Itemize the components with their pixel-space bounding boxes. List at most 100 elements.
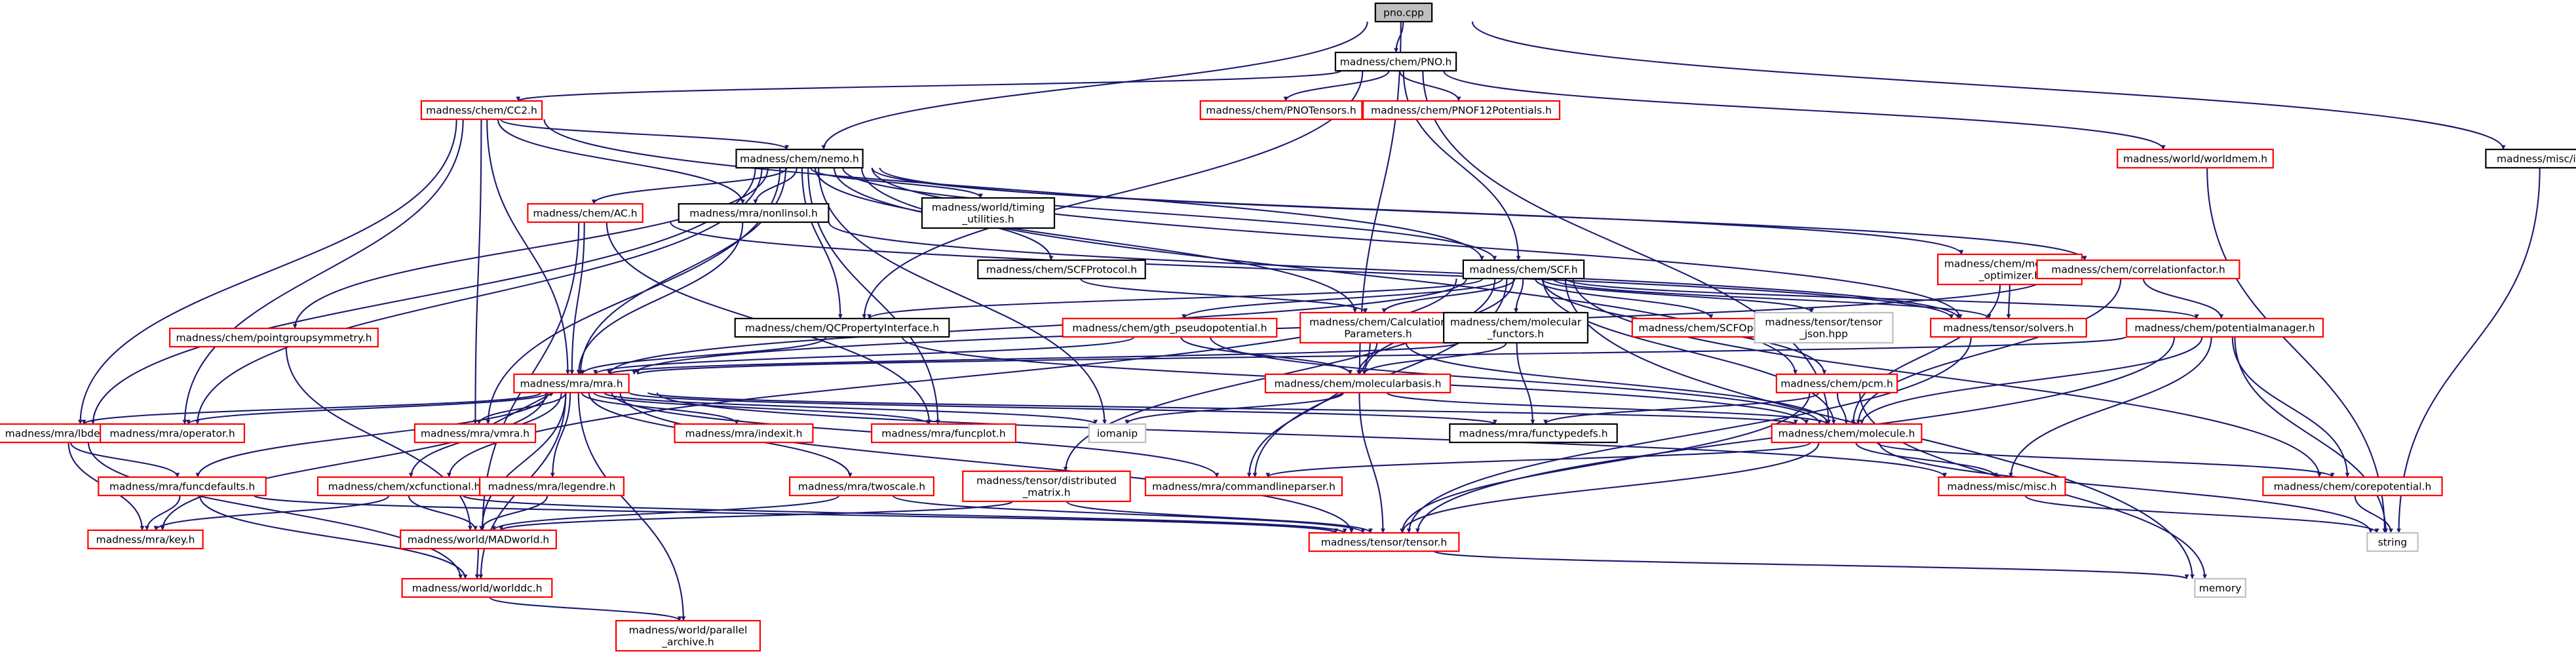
node-label: madness/mra/mra.h [520,378,623,390]
node-label: madness/mra/funcplot.h [881,428,1005,440]
node-string[interactable]: string [2366,532,2419,553]
node-indexit-h[interactable]: madness/mra/indexit.h [674,423,814,444]
edge-potmanager_h-to-misc_h [2009,336,2212,478]
node-label: madness/chem/xcfunctional.h [328,481,481,493]
node-molfunctors-h[interactable]: madness/chem/molecular_functors.h [1443,311,1589,344]
edge-funcdefaults_h-to-key_h [144,495,181,531]
edge-calcparams_h-to-molecule_h [1405,342,1830,425]
node-misc-h[interactable]: madness/misc/misc.h [1938,476,2066,497]
node-box [674,423,814,444]
node-label: madness/chem/SCFProtocol.h [986,264,1137,276]
node-corrfactor-h[interactable]: madness/chem/correlationfactor.h [2036,259,2240,280]
edge-vmra_h-to-mra_h [492,392,554,425]
node-label: _utilities.h [961,214,1014,226]
node-timing-h[interactable]: madness/world/timing_utilities.h [921,197,1056,229]
node-iomanip[interactable]: iomanip [1088,423,1147,444]
node-tensorjson-hpp[interactable]: madness/tensor/tensor_json.hpp [1754,311,1894,344]
node-worldmem-h[interactable]: madness/world/worldmem.h [2117,148,2274,169]
edge-legendre_h-to-madworld_h [479,495,548,531]
node-corepotential-h[interactable]: madness/chem/corepotential.h [2262,476,2443,497]
node-label: madness/mra/commandlineparser.h [1152,481,1336,493]
edge-distmatrix_h-to-madworld_h [499,501,1014,531]
edge-twoscale_h-to-madworld_h [491,495,839,531]
node-box [2485,148,2576,169]
node-solvers-h[interactable]: madness/tensor/solvers.h [1930,317,2087,338]
node-functypedefs-h[interactable]: madness/mra/functypedefs.h [1449,423,1618,444]
edge-scfprotocol_h-to-calcparams_h [1079,278,1368,313]
node-parallelarchive-h[interactable]: madness/world/parallel_archive.h [615,619,761,652]
node-pcm-h[interactable]: madness/chem/pcm.h [1775,373,1898,394]
node-scf-h[interactable]: madness/chem/SCF.h [1462,259,1585,280]
node-molbasis-h[interactable]: madness/chem/molecularbasis.h [1264,373,1451,394]
node-pnof12-h[interactable]: madness/chem/PNOF12Potentials.h [1362,100,1561,121]
node-pointgroup-h[interactable]: madness/chem/pointgroupsymmetry.h [169,327,379,348]
node-nonlinsol-h[interactable]: madness/mra/nonlinsol.h [678,203,830,223]
node-vmra-h[interactable]: madness/mra/vmra.h [413,423,537,444]
node-label: madness/chem/CC2.h [426,105,537,117]
node-cmdparser-h[interactable]: madness/mra/commandlineparser.h [1144,476,1343,497]
edge-nemo_h-to-ac_h [591,167,788,204]
node-label: madness/world/worldmem.h [2123,153,2267,165]
node-box [400,529,557,550]
edge-mra_h-to-madworld_h [480,392,567,531]
edge-pno_h-to-molecule_h [1422,70,1831,425]
edge-scf_h-to-calcparams_h [1381,278,1516,313]
edge-potmanager_h-to-molecule_h [1859,336,2203,425]
node-memory[interactable]: memory [2194,577,2246,598]
node-info-h[interactable]: madness/misc/info.h [2485,148,2576,169]
node-legendre-h[interactable]: madness/mra/legendre.h [478,476,625,497]
edge-scf_h-to-solvers_h [1552,278,1991,319]
node-label: madness/mra/legendre.h [488,481,616,493]
node-box [2117,148,2274,169]
node-label: madness/chem/Calculation [1309,317,1447,328]
node-box [413,423,537,444]
edge-molbasis_h-to-molecule_h [1386,392,1830,425]
edge-mra_h-to-legendre_h [550,392,571,478]
node-pno-cpp[interactable]: pno.cpp [1374,2,1433,23]
node-nemo-h[interactable]: madness/chem/nemo.h [735,148,864,169]
node-label: madness/chem/nemo.h [740,153,859,165]
node-mra-h[interactable]: madness/mra/mra.h [513,373,630,394]
node-molecule-h[interactable]: madness/chem/molecule.h [1771,423,1923,444]
node-scfprotocol-h[interactable]: madness/chem/SCFProtocol.h [977,259,1146,280]
edge-funcdefaults_h-to-worlddc_h [199,495,468,579]
node-label: madness/misc/info.h [2497,153,2576,165]
edge-cc2_h-to-lbdeux_h [78,119,457,425]
node-pno-h[interactable]: madness/chem/PNO.h [1334,51,1457,72]
node-qcprop-h[interactable]: madness/chem/QCPropertyInterface.h [734,317,950,338]
node-box [98,476,267,497]
edge-pno_h-to-pnof12_h [1398,70,1461,102]
edge-cc2_h-to-nemo_h [500,119,789,150]
node-label: madness/chem/pointgroupsymmetry.h [176,332,372,344]
node-key-h[interactable]: madness/mra/key.h [87,529,204,550]
node-cc2-h[interactable]: madness/chem/CC2.h [420,100,543,121]
node-label: _optimizer.h [1978,270,2041,282]
node-potmanager-h[interactable]: madness/chem/potentialmanager.h [2126,317,2324,338]
node-operator-h[interactable]: madness/mra/operator.h [100,423,246,444]
edge-twoscale_h-to-tensor_h [892,495,1366,534]
edge-molecule_h-to-string [1878,442,2374,534]
node-tensor-h[interactable]: madness/tensor/tensor.h [1308,532,1460,553]
node-box [1144,476,1343,497]
node-madworld-h[interactable]: madness/world/MADworld.h [400,529,557,550]
edge-ac_h-to-mra_h [569,222,585,375]
node-box [1449,423,1618,444]
edge-mra_h-to-funcdefaults_h [195,392,549,478]
node-pnotensors-h[interactable]: madness/chem/PNOTensors.h [1199,100,1363,121]
node-twoscale-h[interactable]: madness/mra/twoscale.h [788,476,934,497]
node-label: madness/world/worlddc.h [412,583,543,594]
edge-cc2_h-to-nonlinsol_h [497,119,745,204]
node-distmatrix-h[interactable]: madness/tensor/distributed_matrix.h [962,470,1131,503]
node-funcdefaults-h[interactable]: madness/mra/funcdefaults.h [98,476,267,497]
node-gthpseudo-h[interactable]: madness/chem/gth_pseudopotential.h [1062,317,1278,338]
node-xcfunctional-h[interactable]: madness/chem/xcfunctional.h [317,476,492,497]
edge-scf_h-to-potmanager_h [1565,278,2199,319]
edge-pno_cpp-to-info_h [1471,21,2506,150]
node-label: madness/chem/QCPropertyInterface.h [745,322,939,334]
edge-scf_h-to-tensorjson_hpp [1541,278,1815,313]
node-worlddc-h[interactable]: madness/world/worlddc.h [401,577,553,598]
node-label: madness/chem/molecular [1450,317,1582,328]
node-ac-h[interactable]: madness/chem/AC.h [527,203,644,223]
node-funcplot-h[interactable]: madness/mra/funcplot.h [870,423,1016,444]
